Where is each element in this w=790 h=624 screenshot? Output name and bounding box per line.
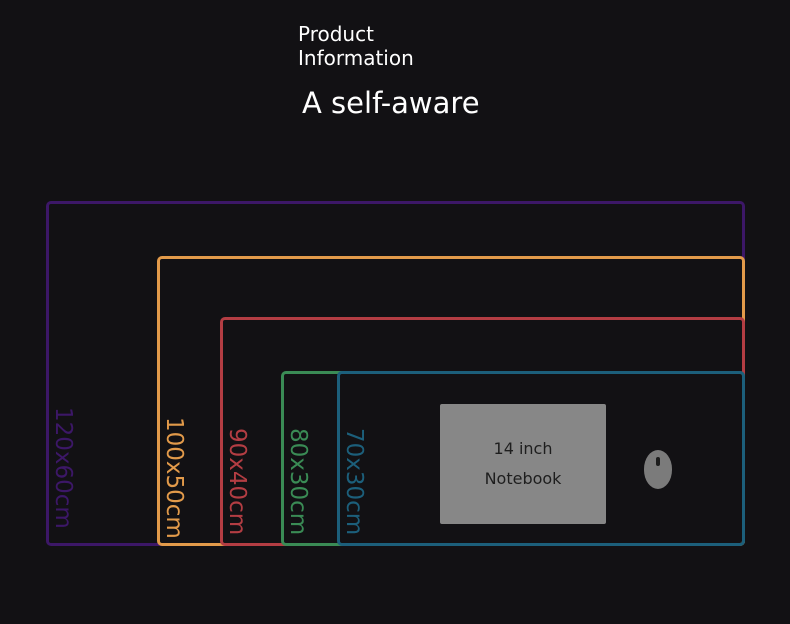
mouse-wheel	[656, 457, 660, 466]
mouse-icon	[644, 450, 672, 489]
mat-label-80x30: 80x30cm	[285, 428, 311, 536]
notebook-type-label: Notebook	[484, 469, 562, 488]
heading-line-1: Product	[298, 22, 374, 46]
tagline: A self-aware	[302, 86, 480, 120]
mat-label-70x30: 70x30cm	[341, 428, 367, 536]
product-information-heading: Product Information	[298, 22, 414, 70]
notebook-size-label: 14 inch	[493, 439, 553, 458]
mat-outline-70x30	[337, 371, 745, 546]
mat-label-120x60: 120x60cm	[50, 407, 76, 529]
mat-label-100x50: 100x50cm	[161, 417, 187, 539]
notebook-placeholder: 14 inch Notebook	[440, 404, 606, 524]
heading-line-2: Information	[298, 46, 414, 70]
mat-label-90x40: 90x40cm	[224, 428, 250, 536]
